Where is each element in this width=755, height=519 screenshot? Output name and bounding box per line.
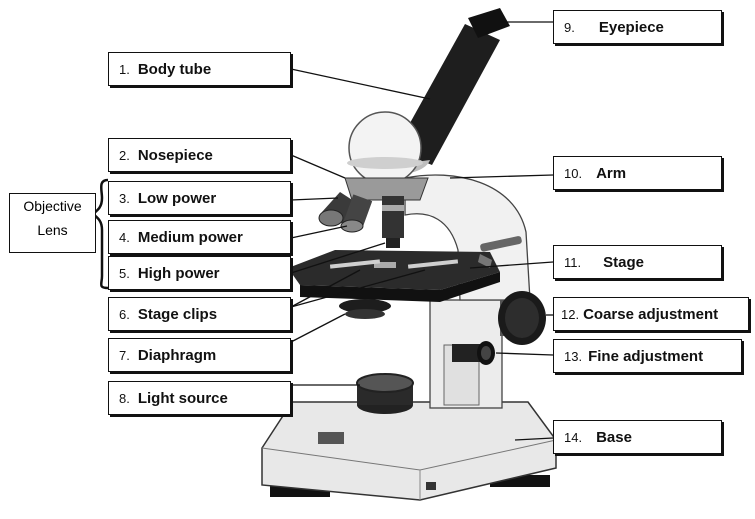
label-text: Eyepiece xyxy=(599,19,664,36)
label-base: 14. Base xyxy=(553,420,722,454)
label-number: 7. xyxy=(119,348,130,363)
label-arm: 10. Arm xyxy=(553,156,722,190)
label-number: 8. xyxy=(119,391,130,406)
label-text: Low power xyxy=(138,190,216,207)
label-high-power: 5. High power xyxy=(108,256,291,290)
label-text: Stage clips xyxy=(138,306,217,323)
microscope-base xyxy=(262,402,556,500)
label-text: Diaphragm xyxy=(138,347,216,364)
label-nosepiece: 2. Nosepiece xyxy=(108,138,291,172)
label-body-tube: 1. Body tube xyxy=(108,52,291,86)
label-text: High power xyxy=(138,265,220,282)
label-eyepiece: 9. Eyepiece xyxy=(553,10,722,44)
label-number: 5. xyxy=(119,266,130,281)
label-text: Body tube xyxy=(138,61,211,78)
objective-lenses xyxy=(319,192,404,248)
label-text: Coarse adjustment xyxy=(583,306,718,323)
label-stage: 11. Stage xyxy=(553,245,722,279)
label-diaphragm: 7. Diaphragm xyxy=(108,338,291,372)
coarse-adjustment-knob xyxy=(498,291,546,345)
diaphragm xyxy=(339,299,391,319)
label-number: 13. xyxy=(564,349,582,364)
label-number: 2. xyxy=(119,148,130,163)
label-coarse-adjustment: 12. Coarse adjustment xyxy=(553,297,749,331)
objective-lens-group-label: Objective Lens xyxy=(9,193,96,253)
label-number: 3. xyxy=(119,191,130,206)
label-number: 10. xyxy=(564,166,582,181)
label-light-source: 8. Light source xyxy=(108,381,291,415)
label-text: Fine adjustment xyxy=(588,348,703,365)
objective-label-line-2: Lens xyxy=(10,218,95,242)
label-text: Light source xyxy=(138,390,228,407)
label-text: Base xyxy=(596,429,632,446)
fine-adjustment-knob xyxy=(452,341,495,365)
label-medium-power: 4. Medium power xyxy=(108,220,291,254)
label-fine-adjustment: 13. Fine adjustment xyxy=(553,339,742,373)
label-number: 6. xyxy=(119,307,130,322)
label-number: 9. xyxy=(564,20,575,35)
label-number: 11. xyxy=(564,255,581,270)
label-text: Arm xyxy=(596,165,626,182)
label-low-power: 3. Low power xyxy=(108,181,291,215)
label-number: 14. xyxy=(564,430,582,445)
label-text: Nosepiece xyxy=(138,147,213,164)
label-number: 4. xyxy=(119,230,130,245)
objective-label-line-1: Objective xyxy=(10,194,95,218)
label-text: Stage xyxy=(603,254,644,271)
light-source xyxy=(357,374,413,414)
label-stage-clips: 6. Stage clips xyxy=(108,297,291,331)
label-number: 12. xyxy=(561,307,579,322)
label-text: Medium power xyxy=(138,229,243,246)
label-number: 1. xyxy=(119,62,130,77)
